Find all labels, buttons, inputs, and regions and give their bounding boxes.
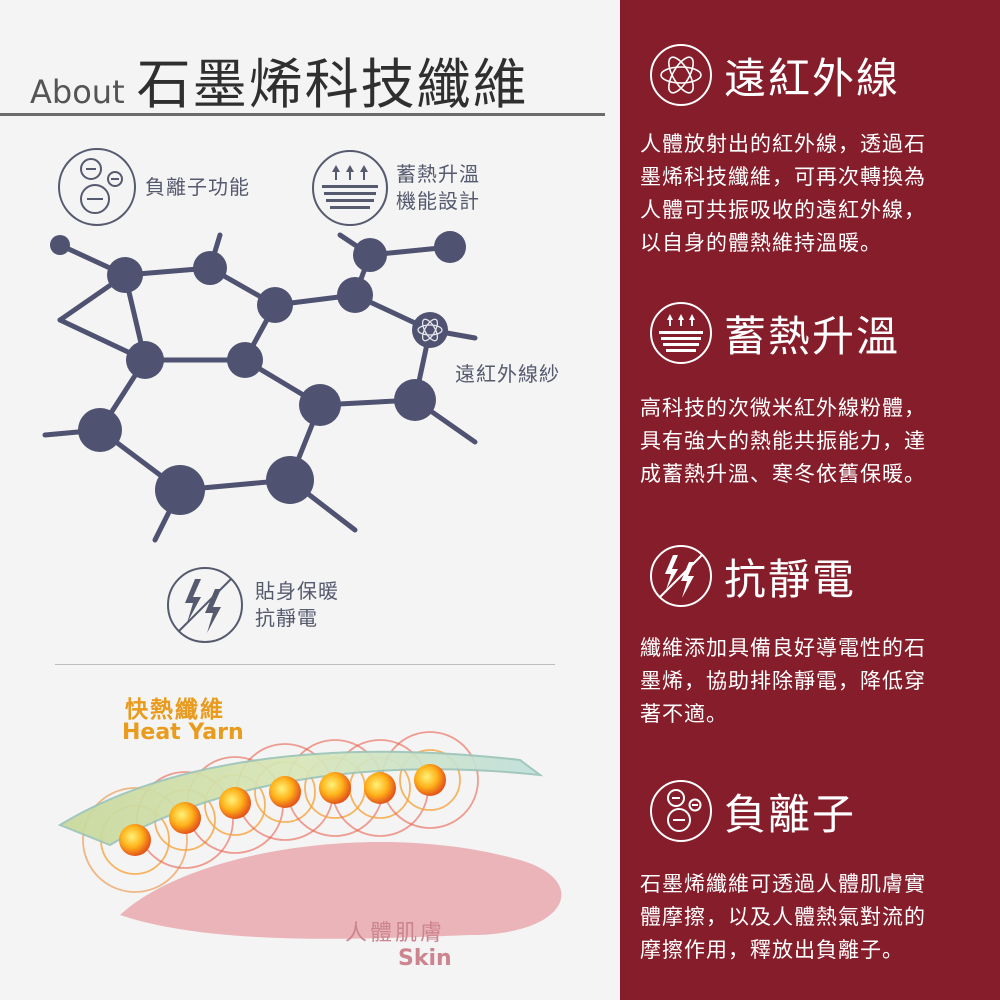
heat-yarn-diagram bbox=[57, 731, 562, 939]
fabric-layer bbox=[57, 750, 544, 847]
section-antistatic-text: 纖維添加具備良好導電性的石 墨烯，協助排除靜電，降低穿 著不適。 bbox=[640, 632, 990, 731]
feature-heat: 蓄熱升溫 機能設計 bbox=[310, 148, 480, 228]
section-anion-header: 負離子 bbox=[648, 778, 856, 844]
atom-icon bbox=[417, 318, 443, 342]
skin-label-zh: 人體肌膚 bbox=[345, 921, 446, 946]
text-line: 人體可共振吸收的遠紅外線， bbox=[640, 198, 926, 222]
feature-anion: 負離子功能 bbox=[55, 145, 250, 229]
section-divider bbox=[55, 664, 555, 665]
section-antistatic-header: 抗靜電 bbox=[648, 543, 856, 609]
heat-yarn-label-en: Heat Yarn bbox=[122, 720, 244, 745]
header-divider bbox=[0, 113, 605, 116]
graphene-molecule-diagram bbox=[42, 231, 478, 543]
feature-antistatic-line1: 貼身保暖 bbox=[255, 579, 339, 603]
heat-rise-icon bbox=[312, 150, 388, 226]
skin-label-en: Skin bbox=[398, 946, 452, 971]
feature-antistatic-line2: 抗靜電 bbox=[255, 606, 318, 630]
left-panel: About 石墨烯科技纖維 負離子功能 bbox=[0, 40, 605, 971]
section-heat-text: 高科技的次微米紅外線粉體， 具有強大的熱能共振能力，達 成蓄熱升溫、寒冬依舊保暖… bbox=[640, 392, 990, 491]
page-title: 石墨烯科技纖維 bbox=[136, 53, 529, 116]
feature-anion-label: 負離子功能 bbox=[145, 174, 250, 199]
heat-yarn-label-zh: 快熱纖維 bbox=[125, 697, 225, 723]
heat-particles bbox=[119, 764, 446, 856]
about-label: About bbox=[30, 73, 125, 111]
text-line: 人體放射出的紅外線，透過石 bbox=[640, 132, 926, 156]
minus-ion-icon bbox=[58, 148, 136, 226]
text-line: 纖維添加具備良好導電性的石 bbox=[640, 636, 926, 660]
section-far-infrared-header: 遠紅外線 bbox=[648, 42, 900, 108]
text-line: 成蓄熱升溫、寒冬依舊保暖。 bbox=[640, 462, 926, 486]
text-line: 摩擦作用，釋放出負離子。 bbox=[640, 938, 904, 962]
atom-icon bbox=[650, 44, 712, 106]
text-line: 高科技的次微米紅外線粉體， bbox=[640, 396, 926, 420]
section-anion-text: 石墨烯纖維可透過人體肌膚實 體摩擦，以及人體熱氣對流的 摩擦作用，釋放出負離子。 bbox=[640, 868, 990, 967]
lightning-icon bbox=[650, 545, 712, 607]
text-line: 墨烯，協助排除靜電，降低穿 bbox=[640, 669, 926, 693]
text-line: 具有強大的熱能共振能力，達 bbox=[640, 429, 926, 453]
text-line: 體摩擦，以及人體熱氣對流的 bbox=[640, 905, 926, 929]
text-line: 墨烯科技纖維，可再次轉換為 bbox=[640, 165, 926, 189]
text-line: 石墨烯纖維可透過人體肌膚實 bbox=[640, 872, 926, 896]
feature-antistatic: 貼身保暖 抗靜電 bbox=[165, 565, 339, 645]
text-line: 著不適。 bbox=[640, 702, 728, 726]
minus-ion-icon bbox=[650, 780, 712, 842]
right-panel: 遠紅外線 人體放射出的紅外線，透過石 墨烯科技纖維，可再次轉換為 人體可共振吸收… bbox=[620, 0, 1000, 1000]
heat-rise-icon bbox=[650, 302, 712, 364]
feature-heat-line1: 蓄熱升溫 bbox=[396, 162, 480, 186]
section-anion-title: 負離子 bbox=[724, 789, 857, 839]
molecule-label: 遠紅外線紗 bbox=[455, 362, 560, 386]
section-antistatic-title: 抗靜電 bbox=[724, 554, 857, 604]
header: About 石墨烯科技纖維 bbox=[30, 40, 529, 119]
text-line: 以自身的體熱維持溫暖。 bbox=[640, 231, 882, 255]
feature-heat-line2: 機能設計 bbox=[396, 189, 480, 213]
skin-shape bbox=[120, 841, 562, 939]
lightning-icon bbox=[167, 567, 243, 643]
section-heat-header: 蓄熱升溫 bbox=[648, 300, 900, 366]
section-heat-title: 蓄熱升溫 bbox=[724, 311, 901, 361]
section-far-infrared-text: 人體放射出的紅外線，透過石 墨烯科技纖維，可再次轉換為 人體可共振吸收的遠紅外線… bbox=[640, 128, 990, 260]
section-far-infrared-title: 遠紅外線 bbox=[724, 53, 901, 103]
